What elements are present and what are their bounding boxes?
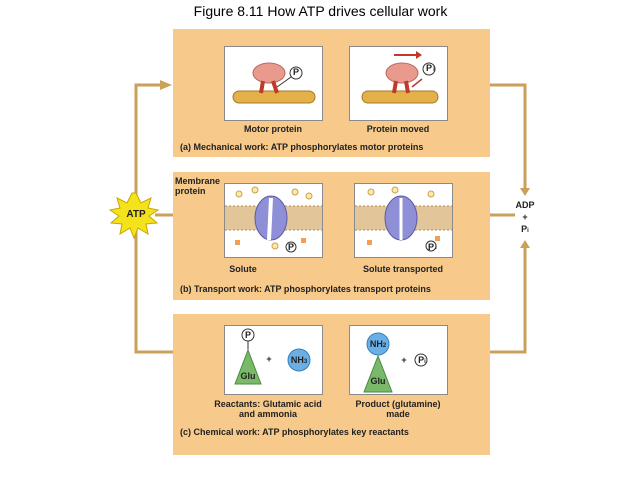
glu-label: Glu bbox=[240, 371, 256, 381]
phosphate-label: P bbox=[244, 330, 251, 340]
glu-product-label: Glu bbox=[370, 376, 386, 386]
solute-transported-label: Solute transported bbox=[362, 264, 443, 274]
protein-moved-box: P bbox=[349, 46, 448, 121]
protein-moved-label: Protein moved bbox=[366, 124, 430, 134]
panel-chemical-work: P Glu + NH3 NH2 Glu + Pi Reactants: Glut… bbox=[173, 314, 490, 455]
product-illustration bbox=[363, 332, 428, 393]
motor-protein-illustration bbox=[232, 62, 316, 104]
membrane-protein-label: Membrane protein bbox=[175, 176, 221, 196]
motor-protein-label: Motor protein bbox=[244, 124, 302, 134]
product-box: NH2 Glu + Pi bbox=[349, 325, 448, 395]
adp-label: ADP bbox=[515, 200, 535, 210]
phosphate-label: P bbox=[287, 242, 294, 252]
phosphate-inorganic-label: P bbox=[425, 63, 432, 73]
reactants-illustration bbox=[234, 328, 311, 385]
panel-mechanical-work: P P Motor protein Protein moved (a) Mech… bbox=[173, 29, 490, 157]
membrane-illustration-left bbox=[225, 186, 322, 253]
motor-protein-box: P bbox=[224, 46, 323, 121]
caption-mechanical: (a) Mechanical work: ATP phosphorylates … bbox=[180, 142, 424, 152]
reactants-box: P Glu + NH3 bbox=[224, 325, 323, 395]
reactants-label: Reactants: Glutamic acid and ammonia bbox=[214, 399, 322, 419]
solute-label: Solute bbox=[229, 264, 257, 274]
membrane-illustration-right bbox=[355, 186, 452, 252]
protein-moved-illustration bbox=[361, 51, 439, 104]
transport-left-box: P bbox=[224, 183, 323, 258]
transport-right-box: P bbox=[354, 183, 453, 258]
product-label: Product (glutamine) made bbox=[355, 399, 441, 419]
phosphate-inorganic-label: P bbox=[427, 242, 434, 252]
adp-pi: Pi bbox=[521, 224, 529, 234]
atp-label: ATP bbox=[126, 209, 146, 220]
plus-sign-right: + bbox=[401, 355, 407, 365]
pi-sub-b: i bbox=[435, 245, 437, 251]
panel-transport-work: Membrane protein P bbox=[173, 172, 490, 300]
caption-chemical: (c) Chemical work: ATP phosphorylates ke… bbox=[180, 427, 409, 437]
phosphate-label: P bbox=[292, 67, 299, 77]
phosphate-inorganic-label: Pi bbox=[418, 355, 426, 365]
pi-sub-a: i bbox=[433, 67, 435, 73]
caption-transport: (b) Transport work: ATP phosphorylates t… bbox=[180, 284, 431, 294]
plus-sign: + bbox=[266, 354, 272, 364]
adp-plus: + bbox=[522, 212, 528, 222]
figure-title: Figure 8.11 How ATP drives cellular work bbox=[193, 3, 448, 19]
amino-label: NH2 bbox=[369, 339, 387, 349]
ammonia-label: NH3 bbox=[290, 355, 308, 365]
